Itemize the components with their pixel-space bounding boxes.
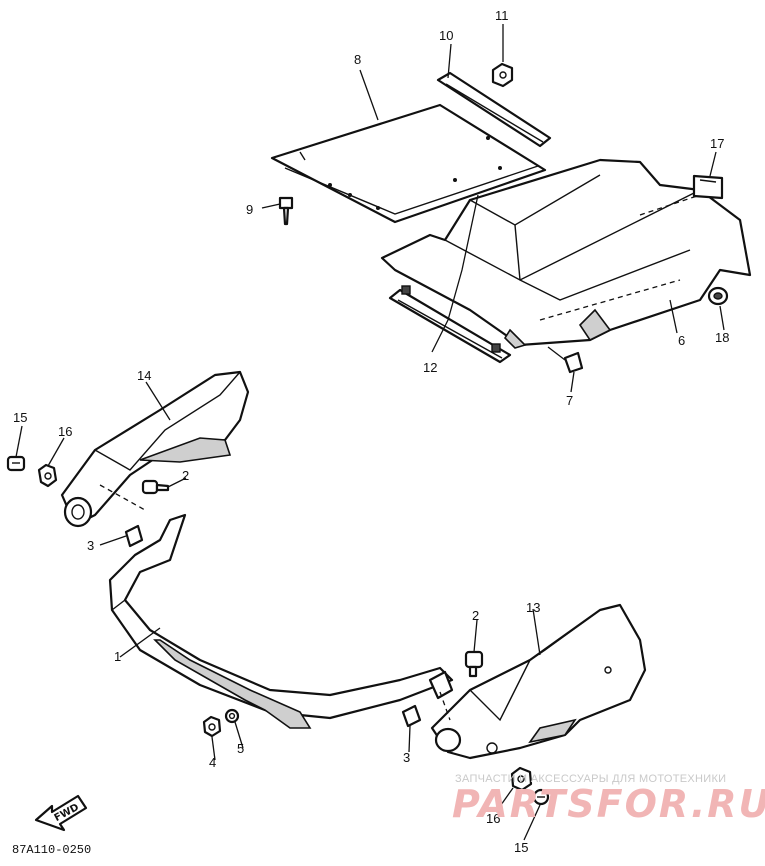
part-2-bolt-lower [464,650,484,678]
part-17-clip [692,174,724,200]
callout-6: 6 [678,333,685,348]
callout-5: 5 [237,741,244,756]
callout-1: 1 [114,649,121,664]
callout-2-lower: 2 [472,608,479,623]
part-15-bolt-left [6,455,26,472]
callout-4: 4 [209,755,216,770]
watermark-brand: PARTSFOR.RU [452,782,765,826]
part-16-collar-right [510,766,533,792]
watermark-tagline: ЗАПЧАСТИ И АКСЕССУАРЫ ДЛЯ МОТОТЕХНИКИ [455,773,726,785]
callout-9: 9 [246,202,253,217]
part-12-rail [388,285,512,364]
forward-arrow-icon: FWD [34,794,88,832]
callout-2-upper: 2 [182,468,189,483]
callout-8: 8 [354,52,361,67]
part-2-bolt-upper [141,479,170,495]
part-13-right-side-cover [430,603,647,760]
part-14-left-side-cover [60,370,250,528]
callout-10: 10 [439,28,453,43]
drawing-number: 87A110-0250 [12,843,91,857]
callout-16-right: 16 [486,811,500,826]
leader-lines [15,24,725,841]
part-5-washer [224,708,240,724]
callout-15-left: 15 [13,410,27,425]
callout-17: 17 [710,136,724,151]
callout-13: 13 [526,600,540,615]
watermark: ЗАПЧАСТИ И АКСЕССУАРЫ ДЛЯ МОТОТЕХНИКИ PA… [452,773,765,826]
callout-7: 7 [566,393,573,408]
part-8-top-panel [270,103,547,224]
callout-3-upper: 3 [87,538,94,553]
part-6-cover-body [380,158,752,349]
part-4-nut [202,715,222,738]
part-3-nut-lower [401,704,422,728]
part-15-bolt-right [532,788,550,806]
callout-16-left: 16 [58,424,72,439]
callout-12: 12 [423,360,437,375]
part-3-nut-upper [124,524,144,548]
callout-15-right: 15 [514,840,528,855]
part-7-screw [547,346,584,374]
callout-11: 11 [495,8,509,23]
callout-3-lower: 3 [403,750,410,765]
callout-18: 18 [715,330,729,345]
part-10-strip [436,71,552,148]
part-11-nut [491,62,514,88]
part-16-collar-left [37,463,58,488]
callout-14: 14 [137,368,151,383]
callout-labels: 8 10 11 9 17 6 18 7 12 14 15 16 2 3 1 13… [13,8,729,855]
part-1-frame-bar [108,513,454,729]
part-18-grommet [707,286,729,306]
part-9-rivet [278,196,294,226]
